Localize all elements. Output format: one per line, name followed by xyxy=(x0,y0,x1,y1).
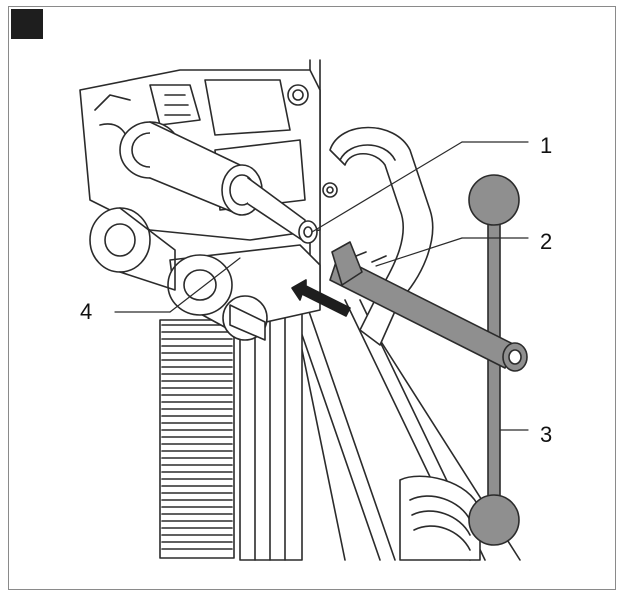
upper-shaft xyxy=(119,121,318,244)
callout-2-label: 2 xyxy=(540,229,553,254)
gear-rack xyxy=(159,319,235,559)
lower-block xyxy=(89,207,321,341)
callout-3-label: 3 xyxy=(540,422,553,447)
corner-square-icon xyxy=(11,9,43,39)
leader-lines xyxy=(114,141,529,431)
callout-1-label: 1 xyxy=(540,133,553,158)
motor-housing xyxy=(399,475,481,561)
t-handle-wrench xyxy=(329,174,528,546)
callout-4-label: 4 xyxy=(80,299,93,324)
direction-arrow-icon xyxy=(291,279,351,317)
